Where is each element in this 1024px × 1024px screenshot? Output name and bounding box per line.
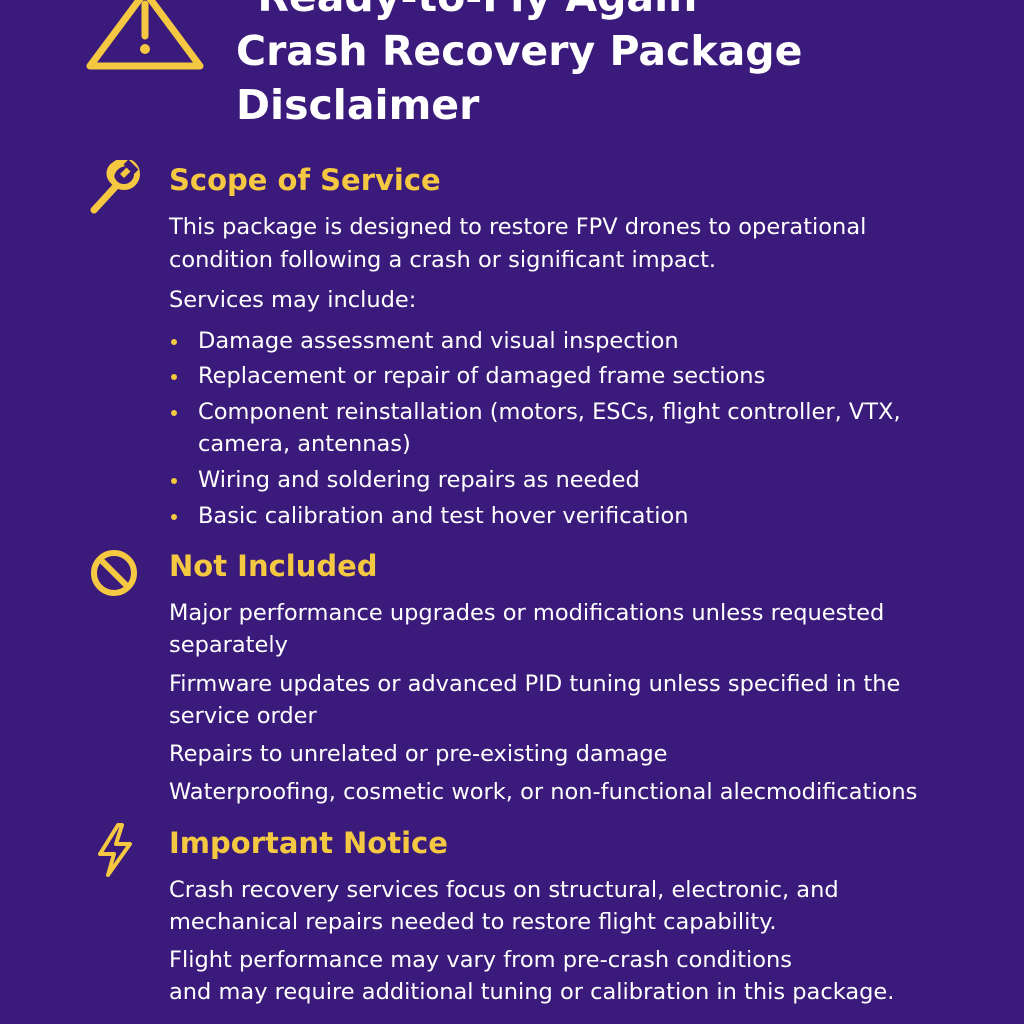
page-title: "Ready-to-Fly Again" Crash Recovery Pack…: [236, 0, 996, 132]
notice-line: Flight performance may vary from pre-cra…: [169, 947, 793, 973]
exclusion-line: Major performance upgrades or modificati…: [169, 600, 885, 626]
exclusion-line: service order: [169, 703, 317, 729]
scope-paragraph-line: This package is designed to restore FPV …: [169, 214, 867, 240]
bullet-marker: [171, 374, 177, 380]
section-title-scope: Scope of Service: [169, 163, 441, 197]
section-title-not-included: Not Included: [169, 549, 378, 583]
title-line-1: "Ready-to-Fly Again": [236, 0, 996, 24]
exclusion-line: Firmware updates or advanced PID tuning …: [169, 671, 901, 697]
list-item-continuation: camera, antennas): [198, 431, 411, 457]
services-intro: Services may include:: [169, 287, 417, 313]
scope-paragraph-line: condition following a crash or significa…: [169, 247, 717, 273]
bullet-marker: [171, 514, 177, 520]
title-line-3: Disclaimer: [236, 81, 480, 129]
exclusion-line: Repairs to unrelated or pre-existing dam…: [169, 741, 668, 767]
section-title-important-notice: Important Notice: [169, 826, 448, 860]
list-item: Wiring and soldering repairs as needed: [198, 467, 640, 493]
wrench-icon: [90, 160, 140, 214]
bullet-marker: [171, 339, 177, 345]
exclusion-line: Waterproofing, cosmetic work, or non-fun…: [169, 779, 918, 805]
exclusion-line: separately: [169, 632, 288, 658]
lightning-bolt-icon: [98, 823, 132, 877]
bullet-marker: [171, 410, 177, 416]
list-item: Damage assessment and visual inspection: [198, 328, 679, 354]
notice-line: Crash recovery services focus on structu…: [169, 877, 839, 903]
list-item: Replacement or repair of damaged frame s…: [198, 363, 766, 389]
notice-line: and may require additional tuning or cal…: [169, 979, 895, 1005]
list-item: Component reinstallation (motors, ESCs, …: [198, 399, 901, 425]
title-line-2: Crash Recovery Package: [236, 27, 803, 75]
notice-line: mechanical repairs needed to restore fli…: [169, 909, 777, 935]
warning-triangle-icon: [86, 0, 204, 70]
bullet-marker: [171, 478, 177, 484]
prohibited-icon: [91, 550, 137, 596]
list-item: Basic calibration and test hover verific…: [198, 503, 689, 529]
